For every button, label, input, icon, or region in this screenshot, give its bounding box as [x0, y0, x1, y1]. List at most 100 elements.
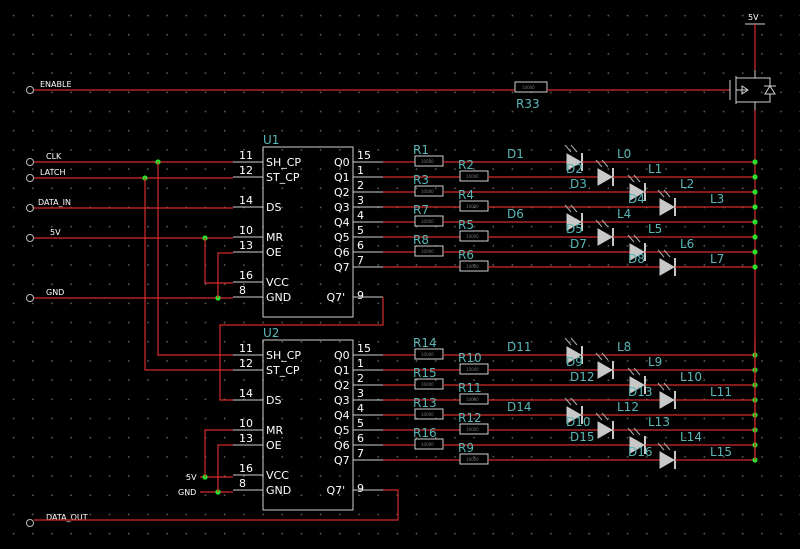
resistor-label: R4	[458, 188, 474, 202]
mosfet-drain	[736, 101, 756, 110]
port-label-gnd: GND	[46, 288, 64, 297]
pin-name: Q0	[334, 156, 350, 169]
led-label: D11	[507, 340, 532, 354]
pin-name: Q6	[334, 246, 350, 259]
inductor-label: L0	[617, 147, 631, 161]
led-label: D4	[628, 192, 645, 206]
inductor-label: L12	[617, 400, 639, 414]
resistor-body	[414, 245, 444, 257]
resistor-label: R11	[458, 381, 482, 395]
pin-number: 7	[357, 447, 364, 460]
resistor-body	[414, 348, 444, 360]
resistor-label: R9	[458, 441, 474, 455]
pin-number: 8	[239, 477, 246, 490]
resistor-body	[459, 393, 489, 405]
led-triangle	[566, 406, 583, 424]
led-ray	[595, 219, 603, 228]
pin-number: 12	[239, 357, 253, 370]
chip-body	[262, 146, 354, 318]
led-label: D1	[507, 147, 524, 161]
led-ray	[657, 189, 665, 198]
led-triangle	[597, 421, 614, 439]
led-triangle	[566, 346, 583, 364]
led-ray	[663, 249, 671, 258]
led-triangle	[566, 213, 583, 231]
led-symbol	[657, 382, 676, 409]
led-label: D14	[507, 400, 532, 414]
resistor-value-text: 10000	[466, 457, 479, 462]
pin-name: Q1	[334, 364, 350, 377]
port-label-latch: LATCH	[40, 168, 66, 177]
inductor-label: L15	[710, 445, 732, 459]
resistor-value-text: 10000	[466, 397, 479, 402]
chip-u1: U111SH_CP12ST_CP14DS10MR13OE16VCC8GND15Q…	[233, 133, 383, 318]
pin-number: 5	[357, 224, 364, 237]
resistor-body	[414, 215, 444, 227]
led-ray	[564, 144, 572, 153]
inductor-label: L13	[648, 415, 670, 429]
pin-name: Q7	[334, 454, 350, 467]
led-symbol	[595, 412, 614, 439]
pin-number: 4	[357, 402, 364, 415]
pin-name: Q3	[334, 201, 350, 214]
mosfet-diode-top	[755, 77, 771, 86]
resistor-label: R5	[458, 218, 474, 232]
resistor-label: R6	[458, 248, 474, 262]
resistor-body	[459, 423, 489, 435]
led-label: D16	[628, 445, 653, 459]
inductor-label: L10	[680, 370, 702, 384]
led-triangle	[659, 198, 676, 216]
led-symbol	[564, 397, 583, 424]
led-triangle	[597, 168, 614, 186]
pin-name: GND	[266, 291, 291, 304]
pin-number: 6	[357, 432, 364, 445]
pin-number: 6	[357, 239, 364, 252]
led-ray	[564, 397, 572, 406]
resistor-value-text: 10000	[421, 189, 434, 194]
led-triangle	[659, 258, 676, 276]
pin-number: 1	[357, 357, 364, 370]
led-ray	[633, 174, 641, 183]
pin-number: 9	[357, 482, 364, 495]
chip-body	[262, 339, 354, 511]
led-label: D10	[566, 415, 591, 429]
pin-number: 4	[357, 209, 364, 222]
pin-name: ST_CP	[266, 364, 300, 377]
pin-name: OE	[266, 439, 282, 452]
pin-name: Q5	[334, 424, 350, 437]
pin-number: 12	[239, 164, 253, 177]
pin-name: SH_CP	[266, 156, 301, 169]
led-ray	[663, 442, 671, 451]
led-ray	[595, 159, 603, 168]
led-ray	[633, 234, 641, 243]
pin-number: 14	[239, 194, 253, 207]
led-ray	[627, 427, 635, 436]
led-ray	[663, 189, 671, 198]
led-label: D12	[570, 370, 595, 384]
resistor-body	[414, 378, 444, 390]
port-label-clk: CLK	[46, 152, 62, 161]
port-marker	[26, 86, 34, 94]
chip-label-u2: U2	[263, 326, 279, 340]
pin-number: 10	[239, 417, 253, 430]
resistor-label-R33: R33	[516, 97, 540, 111]
led-symbol	[657, 442, 676, 469]
pin-name: DS	[266, 394, 281, 407]
led-triangle	[629, 183, 646, 201]
resistor-label: R16	[413, 426, 437, 440]
junction-dot	[752, 174, 758, 180]
pin-name: DS	[266, 201, 281, 214]
pin-number: 16	[239, 269, 253, 282]
pin-number: 9	[357, 289, 364, 302]
clk-wire-u2	[157, 162, 233, 356]
led-ray	[570, 397, 578, 406]
cascade-wire	[219, 297, 384, 401]
led-ray	[601, 412, 609, 421]
pin-name: Q7'	[327, 291, 346, 304]
led-label: D3	[570, 177, 587, 191]
resistor-label: R13	[413, 396, 437, 410]
pin-number: 13	[239, 432, 253, 445]
led-ray	[663, 382, 671, 391]
resistor-label: R1	[413, 143, 429, 157]
